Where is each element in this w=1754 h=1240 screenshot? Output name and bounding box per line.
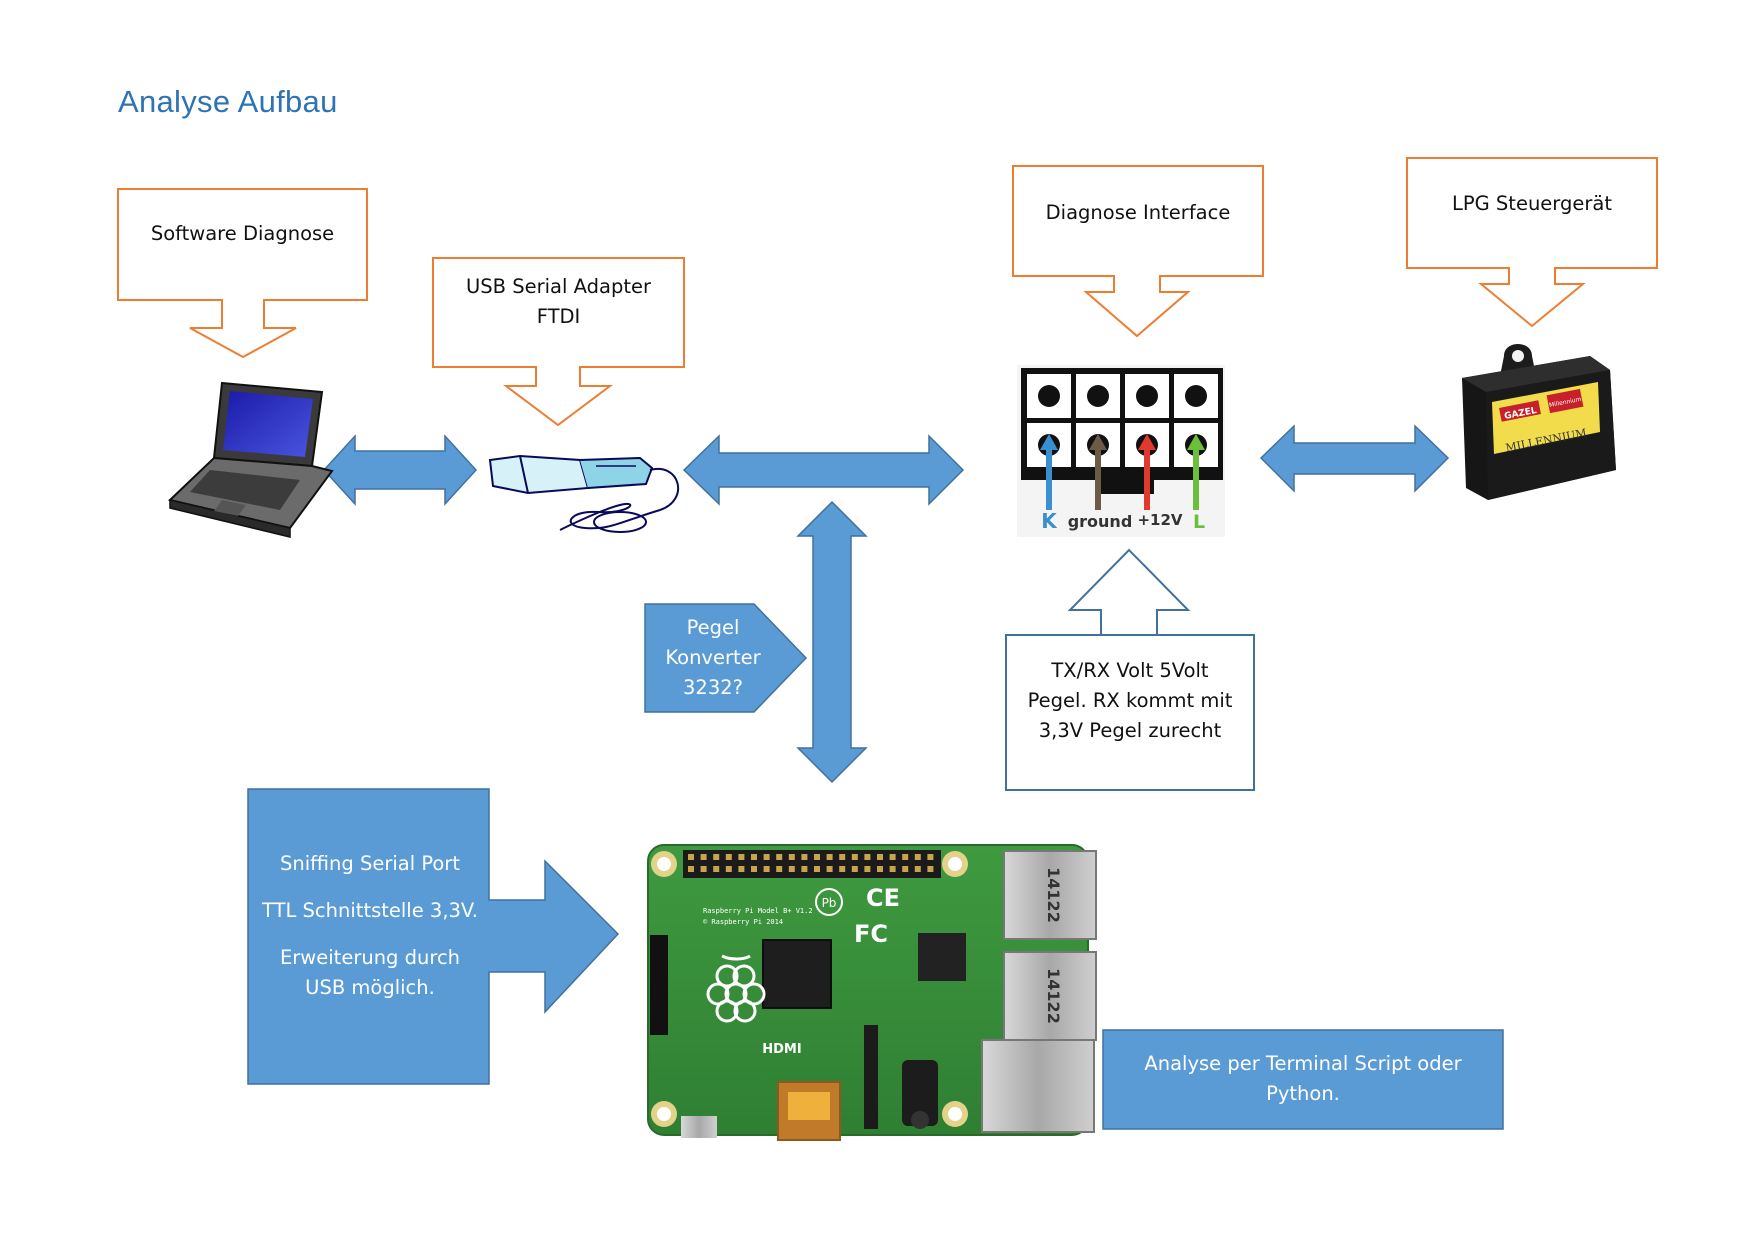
gpio-pin — [927, 866, 934, 872]
gpio-pin — [700, 854, 707, 860]
pi-hdmi-label: HDMI — [762, 1042, 801, 1057]
diagnose-interface-line: Diagnose Interface — [1045, 201, 1231, 224]
lpg-steuergeraet-callout — [1406, 157, 1658, 328]
gpio-pin — [902, 854, 909, 860]
gpio-pin — [751, 854, 757, 860]
gpio-pin — [864, 866, 871, 872]
gpio-pin — [864, 854, 871, 860]
gpio-pin — [700, 866, 707, 872]
gpio-pin — [914, 854, 921, 860]
gpio-pin — [788, 854, 795, 860]
laptop-icon — [167, 381, 334, 538]
gpio-pin — [814, 866, 820, 872]
gpio-pin — [738, 854, 745, 860]
pin-label-ground: ground — [1068, 512, 1133, 531]
txrx-line: Pegel. RX kommt mit — [1027, 689, 1233, 712]
gpio-pin — [688, 866, 694, 872]
gpio-pin — [776, 866, 783, 872]
pi-copyright: © Raspberry Pi 2014 — [703, 918, 783, 926]
sniffing-line: TTL Schnittstelle 3,3V. — [262, 899, 478, 922]
gpio-pin — [877, 854, 883, 860]
usb-adapter-line: USB Serial Adapter — [466, 275, 651, 298]
analyse-callout — [1102, 1029, 1504, 1130]
analyse-line: Analyse per Terminal Script oder — [1144, 1052, 1462, 1075]
usb-adapter-label: USB Serial Adapter FTDI — [433, 272, 684, 332]
gpio-pin — [839, 854, 846, 860]
gpio-pin — [763, 866, 770, 872]
software-diagnose-callout — [117, 188, 368, 359]
pin-label-k: K — [1041, 509, 1058, 533]
diagnose-interface-label: Diagnose Interface — [1013, 198, 1263, 228]
gpio-pin — [713, 866, 720, 872]
diagnose-connector-icon: K ground +12V L — [1017, 365, 1225, 537]
software-diagnose-label: Software Diagnose — [118, 219, 367, 249]
software-diagnose-line: Software Diagnose — [150, 222, 335, 245]
gpio-pin — [688, 854, 694, 860]
gpio-pin — [776, 854, 783, 860]
sniffing-line: Erweiterung durch — [279, 946, 461, 969]
usb-interface-double-arrow — [682, 434, 965, 506]
gpio-pin — [889, 854, 896, 860]
svg-text:Pb: Pb — [822, 896, 837, 910]
gpio-pin — [725, 866, 732, 872]
gpio-pin — [738, 866, 745, 872]
lpg-steuergeraet-label: LPG Steuergerät — [1407, 189, 1657, 219]
laptop-usb-double-arrow — [322, 434, 478, 506]
txrx-callout — [1005, 548, 1255, 791]
gpio-pin — [914, 866, 921, 872]
gpio-pin — [713, 854, 720, 860]
pi-usb-code-bottom: 14122 — [1044, 968, 1063, 1024]
gpio-pin — [826, 854, 833, 860]
gpio-pin — [927, 854, 934, 860]
gpio-pin — [851, 866, 858, 872]
txrx-line: TX/RX Volt 5Volt — [1051, 659, 1209, 682]
pegel-konverter-line: Pegel — [686, 616, 740, 639]
usb-adapter-callout — [432, 257, 685, 427]
sniffing-line: Sniffing Serial Port — [280, 852, 460, 875]
raspberry-pi-icon: CE FC Pb Raspberry Pi Model B+ V1.2 © Ra… — [647, 844, 1097, 1141]
gpio-pin — [801, 866, 808, 872]
interface-ecu-double-arrow — [1259, 424, 1450, 493]
gpio-pin — [801, 854, 808, 860]
gpio-pin — [814, 854, 820, 860]
sniffing-callout — [247, 788, 620, 1085]
pegel-konverter-callout — [644, 603, 808, 713]
gpio-pin — [839, 866, 846, 872]
analyse-line: Python. — [1266, 1082, 1340, 1105]
vertical-double-arrow — [796, 500, 868, 784]
gpio-pin — [889, 866, 896, 872]
gpio-pin — [751, 866, 757, 872]
gpio-pin — [851, 854, 858, 860]
gpio-pin — [725, 854, 732, 860]
gpio-pin — [788, 866, 795, 872]
diagnose-interface-callout — [1012, 165, 1264, 338]
txrx-label: TX/RX Volt 5Volt Pegel. RX kommt mit 3,3… — [1006, 656, 1254, 746]
gpio-pin — [877, 866, 883, 872]
analyse-label: Analyse per Terminal Script oder Python. — [1103, 1049, 1503, 1109]
gpio-pin — [826, 866, 833, 872]
lpg-steuergeraet-line: LPG Steuergerät — [1452, 192, 1612, 215]
pegel-konverter-label: Pegel Konverter 3232? — [652, 613, 774, 703]
svg-text:FC: FC — [854, 920, 888, 948]
gpio-pin — [763, 854, 770, 860]
pin-label-12v: +12V — [1137, 511, 1182, 529]
svg-text:CE: CE — [866, 884, 900, 912]
page-title: Analyse Aufbau — [118, 84, 338, 119]
sniffing-label: Sniffing Serial Port TTL Schnittstelle 3… — [250, 849, 490, 1003]
lpg-ecu-icon: GAZEL Millennium MILLENNIUM — [1462, 344, 1616, 500]
pi-board-text: Raspberry Pi Model B+ V1.2 — [703, 907, 813, 915]
usb-adapter-icon — [488, 454, 679, 533]
usb-adapter-line: FTDI — [536, 305, 581, 328]
pi-usb-code-top: 14122 — [1044, 867, 1063, 923]
pegel-konverter-line: Konverter — [665, 646, 761, 669]
pegel-konverter-line: 3232? — [683, 676, 743, 699]
pin-label-l: L — [1193, 511, 1205, 533]
txrx-line: 3,3V Pegel zurecht — [1038, 719, 1222, 742]
gpio-pin — [902, 866, 909, 872]
sniffing-line: USB möglich. — [305, 976, 435, 999]
